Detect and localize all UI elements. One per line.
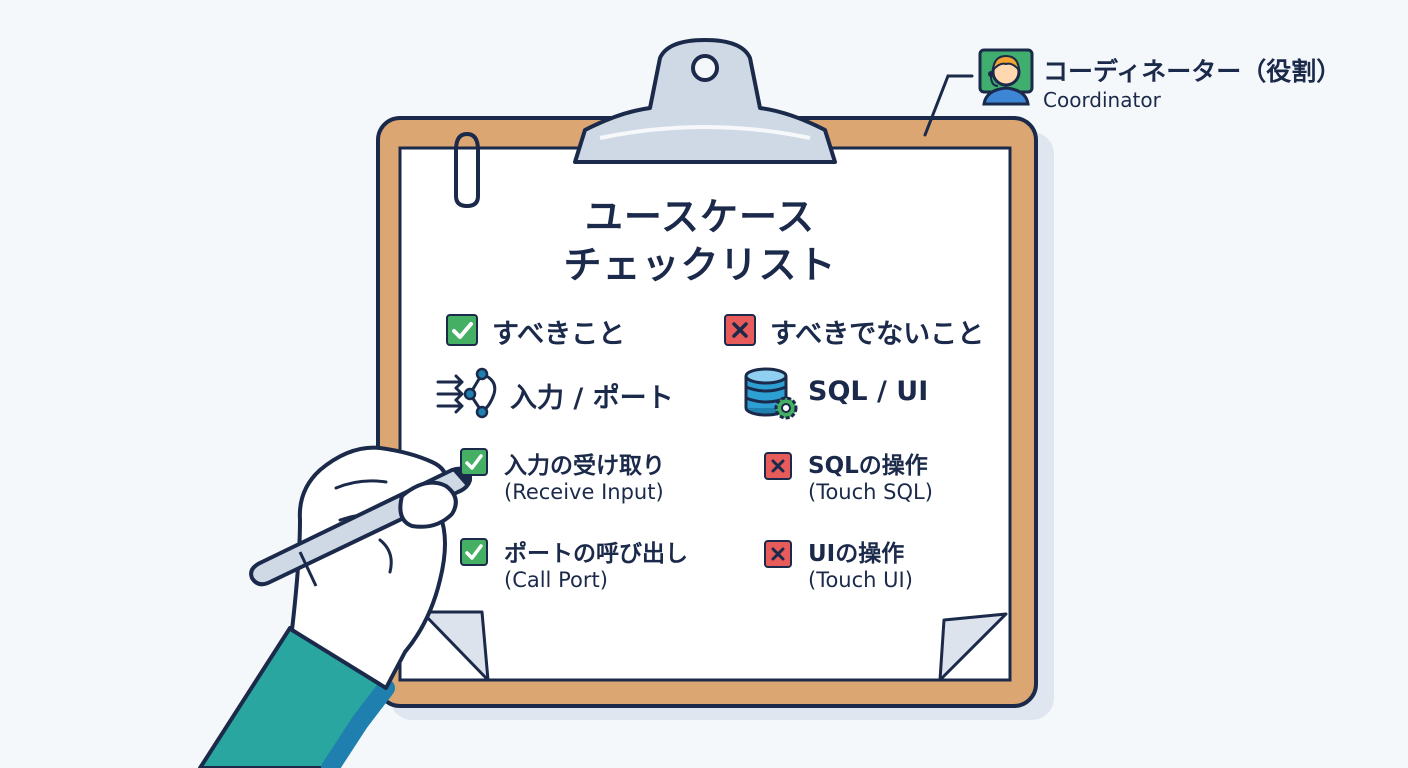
input-port-category: 入力 / ポート xyxy=(510,383,674,414)
thumb xyxy=(398,480,458,529)
coordinator-avatar-icon xyxy=(978,48,1034,106)
database-gear-icon xyxy=(744,367,798,420)
do-item-check-icon xyxy=(460,448,488,476)
paper-curl-right xyxy=(938,612,1008,682)
paper-curl-left xyxy=(420,610,490,682)
do-item-label: ポートの呼び出し xyxy=(504,541,688,567)
dont-item-sub: (Touch SQL) xyxy=(808,480,933,504)
sql-ui-category: SQL / UI xyxy=(808,376,929,407)
input-port-icon xyxy=(436,367,497,419)
do-header: すべきこと xyxy=(492,319,626,350)
do-check-icon xyxy=(446,314,478,346)
do-item-sub: (Call Port) xyxy=(504,568,608,592)
dont-item-sub: (Touch UI) xyxy=(808,568,913,592)
do-item-check-icon xyxy=(460,538,488,566)
clipboard-clip xyxy=(573,38,837,164)
checklist-paper xyxy=(398,146,1012,682)
checklist-title-line2: チェックリスト xyxy=(563,243,837,287)
role-subtitle: Coordinator xyxy=(1043,88,1161,112)
role-title: コーディネーター（役割） xyxy=(1043,57,1342,86)
dont-item-cross-icon xyxy=(764,452,792,480)
dont-item-label: UIの操作 xyxy=(808,541,905,567)
paperclip-icon xyxy=(454,131,480,209)
do-item-label: 入力の受け取り xyxy=(504,453,665,479)
dont-cross-icon xyxy=(724,314,756,346)
dont-header: すべきでないこと xyxy=(770,319,985,350)
dont-item-cross-icon xyxy=(764,540,792,568)
do-item-sub: (Receive Input) xyxy=(504,480,664,504)
checklist-title-line1: ユースケース xyxy=(584,195,816,239)
dont-item-label: SQLの操作 xyxy=(808,453,928,479)
role-leader-line xyxy=(923,74,974,137)
